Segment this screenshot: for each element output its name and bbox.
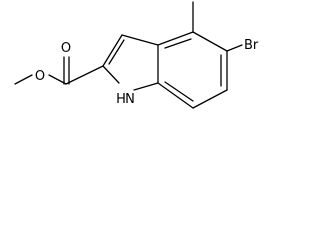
carbonyl-c2-bond — [65, 65, 104, 85]
ester-group — [14, 56, 104, 85]
substituents — [192, 1, 243, 52]
bromine-label: Br — [244, 38, 259, 53]
ester-o-carbonyl-bond — [48, 74, 67, 85]
c2-c3-double-bond — [102, 34, 123, 67]
c3-c3a-bond — [121, 34, 159, 46]
c2-c3-inner-bond — [108, 39, 125, 65]
nitrogen-hydrogen-label: H — [116, 92, 126, 107]
n1-c7a-bond — [133, 82, 159, 91]
benzene-ring — [157, 31, 228, 109]
c4-c5-bond — [192, 31, 228, 52]
methyl-o-bond — [14, 74, 33, 85]
pyrrole-ring — [102, 34, 159, 91]
c7-c7a-inner-bond — [164, 81, 194, 102]
nitrogen-label: N — [125, 92, 135, 107]
c5-bromine-bond — [226, 44, 243, 52]
c7-c7a-bond — [157, 82, 194, 109]
carbonyl-oxygen-label: O — [61, 41, 71, 56]
c3a-c4-inner-bond — [164, 38, 192, 49]
c2-n1-bond — [102, 65, 120, 84]
ester-oxygen-label: O — [35, 69, 45, 84]
c6-c7-bond — [192, 89, 228, 109]
methyl-5-bromo-4-methyl-indole-2-carboxylate-structure: O O Br N H — [0, 0, 281, 135]
c3a-c4-bond — [157, 31, 194, 46]
